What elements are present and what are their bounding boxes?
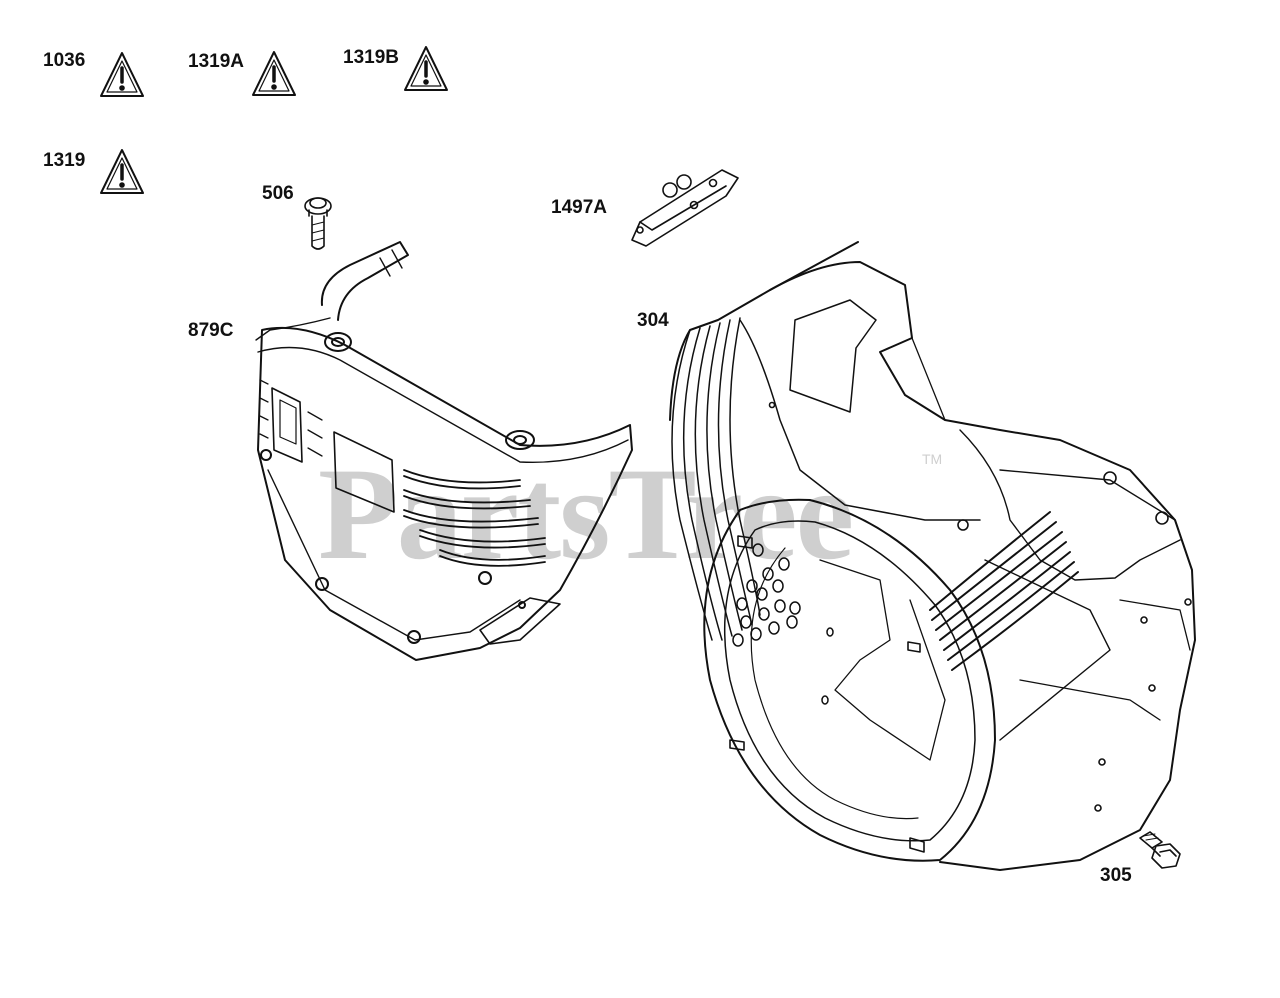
blower-housing-304-drawing [669, 241, 1196, 871]
part-label-1319[interactable]: 1319 [43, 150, 86, 171]
warning-triangle-icon [100, 52, 144, 97]
part-label-1497A[interactable]: 1497A [551, 197, 607, 218]
part-label-879C[interactable]: 879C [188, 320, 234, 341]
part-label-305[interactable]: 305 [1100, 865, 1132, 886]
warning-triangle-icon [100, 149, 144, 194]
part-label-1319B[interactable]: 1319B [343, 47, 399, 68]
part-label-304[interactable]: 304 [637, 310, 669, 331]
watermark-trademark: TM [922, 451, 943, 467]
part-label-1036[interactable]: 1036 [43, 50, 86, 71]
screw-506-drawing [304, 197, 332, 250]
bracket-1497A-drawing [631, 169, 739, 247]
bolt-305-drawing [1139, 831, 1181, 869]
part-label-1319A[interactable]: 1319A [188, 51, 244, 72]
housing-cover-879C-drawing [255, 241, 633, 661]
warning-triangle-icon [404, 46, 448, 91]
part-label-506[interactable]: 506 [262, 183, 294, 204]
warning-triangle-icon [252, 51, 296, 96]
watermark: PartsTree [318, 440, 854, 587]
